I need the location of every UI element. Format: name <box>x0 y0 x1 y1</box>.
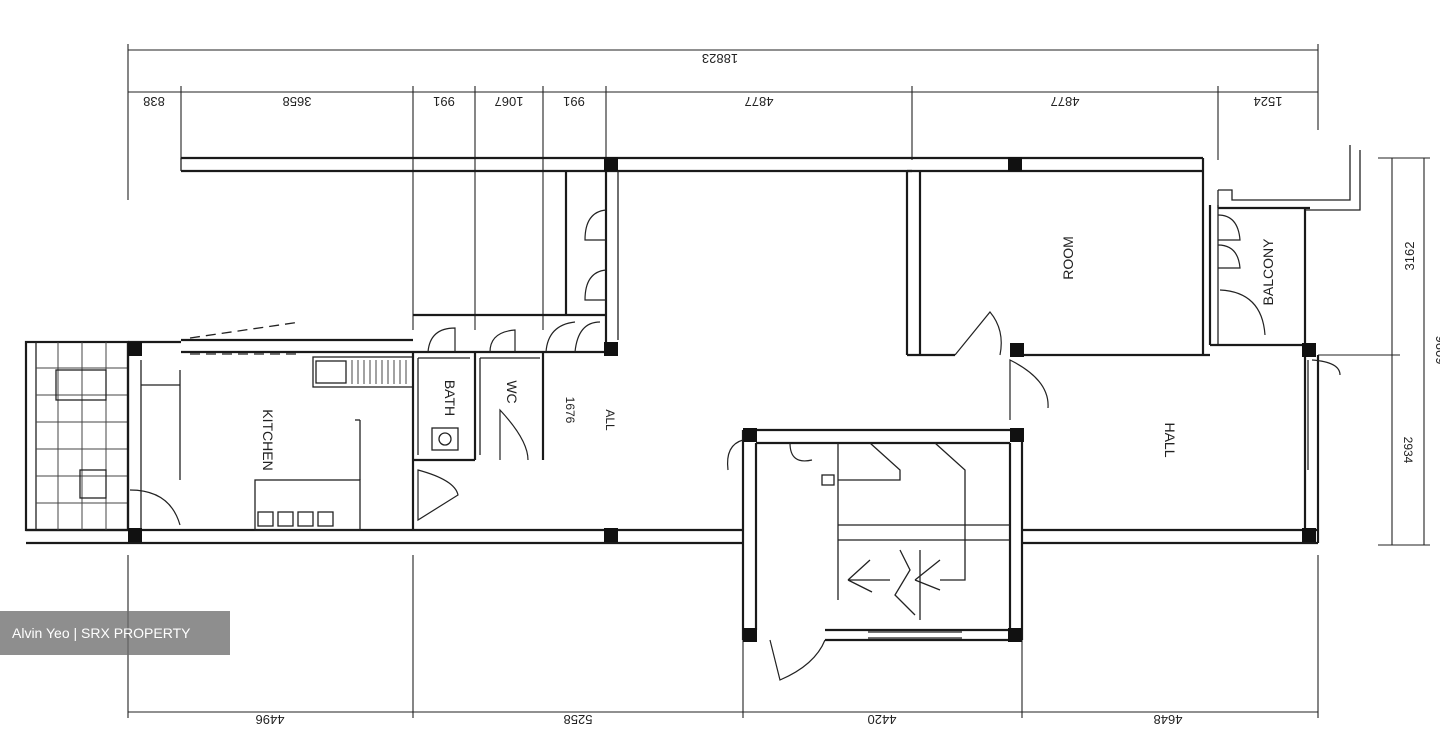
dim-top-4: 1067 <box>495 94 524 109</box>
living-label: HALL <box>1162 422 1178 457</box>
dim-bottom-3: 4420 <box>868 712 897 727</box>
dim-top-1: 838 <box>143 94 165 109</box>
dim-bath-width: 1676 <box>563 397 577 424</box>
dim-right-2: 2934 <box>1401 437 1415 464</box>
entrance-lobby <box>726 428 1024 681</box>
exterior-walls <box>24 156 1318 545</box>
dim-top-total: 18823 <box>702 51 738 66</box>
bottom-dimension-chain <box>127 555 1319 718</box>
dim-top-3: 991 <box>433 94 455 109</box>
dim-top-8: 1524 <box>1254 94 1283 109</box>
bedroom <box>905 169 1210 357</box>
dim-bottom-1: 4496 <box>256 712 285 727</box>
wc-label: WC <box>504 380 520 403</box>
dim-top-2: 3658 <box>283 94 312 109</box>
corridor-label: ALL <box>603 409 617 431</box>
dim-bottom-2: 5258 <box>564 712 593 727</box>
kitchen-area <box>126 321 414 531</box>
balcony-label: BALCONY <box>1260 238 1276 306</box>
top-dimension-chain <box>127 44 1319 330</box>
service-yard-tiles <box>36 342 128 530</box>
right-dimension-chain <box>1318 157 1430 546</box>
living-hall <box>1009 355 1341 543</box>
dim-right-total: 6096 <box>1433 336 1440 365</box>
kitchen-label: KITCHEN <box>260 409 276 470</box>
dim-bottom-4: 4648 <box>1154 712 1183 727</box>
bath-label: BATH <box>442 380 458 416</box>
dim-top-6: 4877 <box>745 94 774 109</box>
storage-closet <box>564 171 619 352</box>
dim-top-7: 4877 <box>1051 94 1080 109</box>
watermark: Alvin Yeo | SRX PROPERTY <box>0 611 230 655</box>
dim-right-1: 3162 <box>1402 242 1417 271</box>
dim-top-5: 991 <box>563 94 585 109</box>
balcony <box>1208 145 1361 347</box>
bath-wc-block <box>411 313 606 530</box>
structural-columns <box>128 157 1316 642</box>
room-label: ROOM <box>1060 236 1076 280</box>
